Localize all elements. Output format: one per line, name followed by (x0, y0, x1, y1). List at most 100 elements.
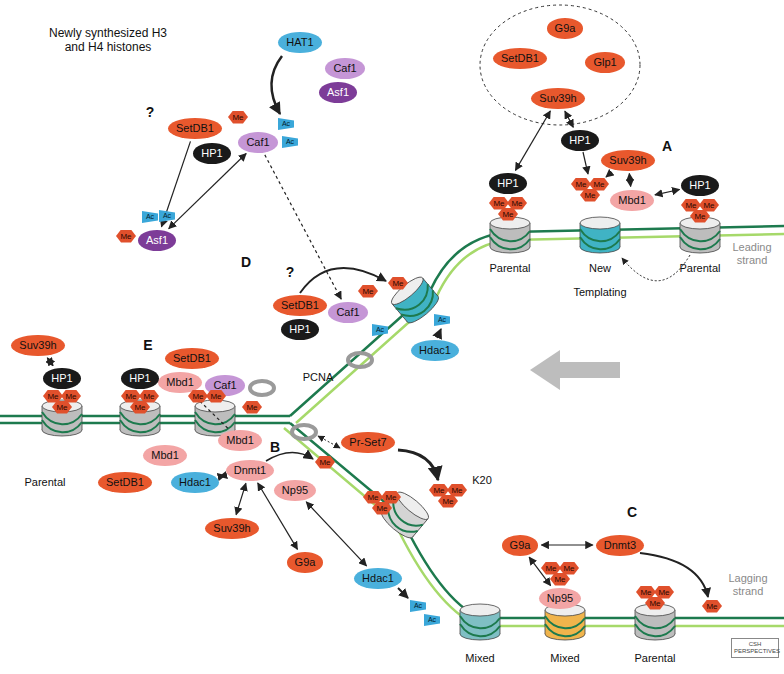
methyl-mark: Me (358, 285, 378, 298)
protein-oval: SetDB1 (273, 295, 327, 316)
direction-arrow (530, 350, 620, 390)
acetyl-mark: Ac (424, 614, 440, 626)
protein-oval: SetDB1 (168, 118, 222, 139)
protein-name: Caf1 (246, 136, 269, 149)
connector (541, 544, 592, 545)
action-arrow (266, 452, 313, 461)
label-text: Parental (490, 262, 531, 275)
protein-name: HP1 (689, 179, 710, 192)
protein-name: Asf1 (146, 234, 168, 247)
nucleosome (120, 400, 160, 436)
protein-oval: HP1 (681, 175, 718, 196)
interaction-arrow (318, 436, 340, 448)
label-text: Parental (635, 652, 676, 665)
protein-name: G9a (295, 556, 316, 569)
protein-oval: HAT1 (278, 32, 321, 53)
protein-oval: Dnmt1 (226, 460, 274, 481)
panel-letter: ? (146, 106, 155, 119)
protein-name: HP1 (51, 372, 72, 385)
methyl-mark: Me (228, 111, 248, 124)
acetyl-mark: Ac (410, 600, 426, 612)
nucleosome (42, 400, 82, 436)
protein-oval: Mbd1 (218, 430, 262, 451)
label-text: Templating (573, 286, 626, 299)
protein-name: Suv39h (19, 339, 56, 352)
protein-name: SetDB1 (501, 52, 539, 65)
connector (236, 483, 246, 514)
connector (47, 358, 53, 366)
protein-name: SetDB1 (281, 299, 319, 312)
nucleosome (490, 217, 530, 253)
protein-name: Hdac1 (362, 572, 394, 585)
protein-oval: HP1 (121, 368, 158, 389)
protein-name: Suv39h (539, 92, 576, 105)
protein-name: SetDB1 (176, 122, 214, 135)
protein-name: Mbd1 (151, 449, 179, 462)
protein-name: Mbd1 (166, 376, 194, 389)
protein-oval: Mbd1 (143, 445, 187, 466)
label-text: New (589, 262, 611, 275)
action-arrow (398, 450, 438, 480)
protein-name: Np95 (282, 484, 308, 497)
protein-oval: Np95 (539, 588, 581, 609)
protein-name: Dnmt3 (604, 539, 636, 552)
protein-oval: Glp1 (585, 52, 624, 73)
protein-oval: Caf1 (325, 58, 364, 79)
protein-oval: Mbd1 (610, 190, 654, 211)
protein-oval: SetDB1 (98, 472, 152, 493)
pcna-ring (250, 381, 274, 395)
protein-oval: Caf1 (328, 302, 367, 323)
protein-oval: HP1 (489, 173, 526, 194)
protein-oval: Mbd1 (158, 372, 202, 393)
new-dna-strand (296, 234, 784, 423)
panel-letter: A (662, 140, 672, 153)
protein-name: HP1 (201, 147, 222, 160)
acetyl-mark: Ac (142, 211, 158, 223)
protein-oval: Hdac1 (354, 568, 402, 589)
protein-oval: Dnmt3 (596, 535, 644, 556)
new-dna-strand (284, 428, 784, 626)
connector (629, 173, 630, 186)
protein-oval: Np95 (274, 480, 316, 501)
panel-letter: B (270, 441, 280, 454)
protein-oval: Caf1 (238, 132, 277, 153)
connector (169, 153, 246, 228)
protein-name: HP1 (497, 177, 518, 190)
action-arrow (398, 588, 408, 598)
connector (565, 111, 573, 127)
protein-oval: Hdac1 (411, 340, 459, 361)
protein-oval: SetDB1 (493, 48, 547, 69)
acetyl-mark: Ac (159, 210, 175, 222)
protein-name: Dnmt1 (234, 464, 266, 477)
label-text: Parental (25, 476, 66, 489)
protein-name: Pr-Set7 (349, 436, 386, 449)
methyl-mark: Me (702, 600, 722, 613)
pcna-ring (292, 425, 316, 439)
nucleosome (378, 488, 432, 541)
protein-oval: Pr-Set7 (341, 432, 394, 453)
connector (515, 111, 550, 170)
protein-name: Caf1 (336, 306, 359, 319)
protein-name: HP1 (129, 372, 150, 385)
acetyl-mark: Ac (278, 118, 294, 130)
strand-label: Leading strand (726, 241, 778, 267)
protein-name: Glp1 (593, 56, 616, 69)
label-text: Mixed (465, 652, 494, 665)
dna-strand (290, 226, 784, 416)
acetyl-mark: Ac (282, 136, 298, 148)
protein-name: Asf1 (327, 86, 349, 99)
protein-name: Suv39h (213, 522, 250, 535)
protein-name: HAT1 (286, 36, 313, 49)
protein-oval: Suv39h (531, 88, 584, 109)
protein-oval: HP1 (281, 319, 318, 340)
action-arrow (606, 172, 612, 177)
nucleosome (388, 273, 442, 326)
protein-name: Mbd1 (618, 194, 646, 207)
label-text: Parental (680, 262, 721, 275)
protein-oval: SetDB1 (165, 348, 219, 369)
action-arrow (583, 152, 588, 174)
label-text: PCNA (303, 371, 334, 384)
connector (265, 155, 341, 299)
label-text: K20 (472, 474, 492, 487)
protein-oval: HP1 (561, 130, 598, 151)
